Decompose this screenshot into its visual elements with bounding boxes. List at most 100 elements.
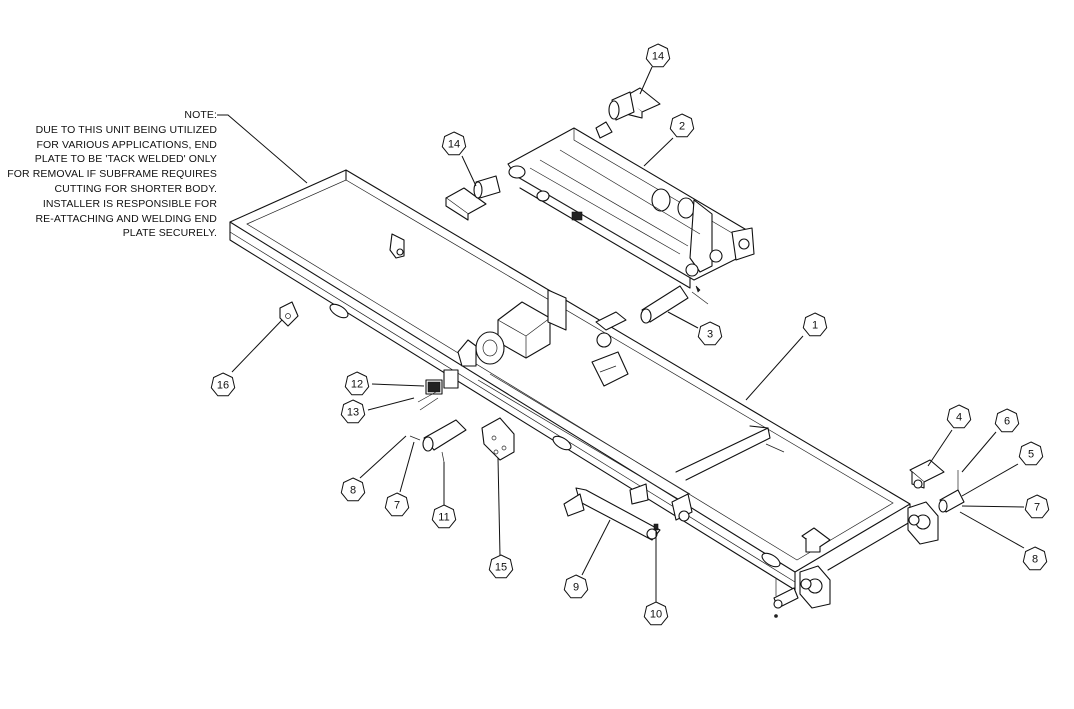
callout-15: 15 [488,554,514,579]
callout-balloon [1018,441,1044,466]
lever-arm-9 [563,483,661,541]
leader-7-left [399,441,415,493]
note-line: INSTALLER IS RESPONSIBLE FOR [42,197,217,210]
callout-balloon [344,371,370,396]
callout-balloon [1022,546,1048,571]
leader-1 [745,335,804,401]
callout-14-top: 14 [645,43,671,68]
cylinder-end [475,331,505,365]
callout-number: 8 [350,485,356,497]
leader-2 [643,137,674,167]
subframe-left-rail-side [229,221,796,591]
arm-roller [651,188,671,212]
leader-3 [667,311,699,329]
leader-9 [581,519,611,576]
cylinder-clevis [457,339,477,367]
subframe-assembly [229,169,939,609]
arm-label-plate [571,211,583,221]
callout-6: 6 [994,408,1020,433]
leader-14-top [639,66,653,95]
arm-tube-end [508,165,526,179]
callout-number: 4 [956,412,962,424]
callout-1: 1 [802,312,828,337]
callout-number: 7 [1034,502,1040,514]
callout-balloon [697,321,723,346]
note-line: PLATE SECURELY. [122,227,217,240]
callout-balloon [441,131,467,156]
arm-end-plate [689,199,713,273]
callout-8-right: 8 [1022,546,1048,571]
pivot-bracket [591,332,629,387]
callout-number: 6 [1004,416,1010,428]
rail-slot [329,303,349,319]
bracket-15 [481,417,515,461]
leader-5 [961,463,1019,497]
callout-number: 7 [394,500,400,512]
callout-balloon [384,492,410,517]
inner-tube [477,373,691,501]
lift-arm-assembly [507,121,755,289]
pin-assembly-14-top [608,87,661,121]
callout-balloon [563,574,589,599]
leader-6 [961,431,997,473]
callout-16: 16 [210,372,236,397]
pin-3 [640,285,709,324]
leader-8-right [959,511,1025,549]
callout-number: 16 [217,380,229,392]
callout-balloon [431,504,457,529]
callout-number: 9 [573,582,579,594]
leader-4 [927,429,953,467]
callout-3: 3 [697,321,723,346]
leader-16 [231,319,283,373]
cross-member [675,427,771,481]
callout-11: 11 [431,504,457,529]
pivot-post [547,289,567,331]
callout-number: 13 [347,407,359,419]
subframe-right-end [827,503,911,571]
callout-13: 13 [340,399,366,424]
callout-7-left: 7 [384,492,410,517]
clamp-12-13 [417,379,443,411]
callout-number: 11 [438,512,449,524]
callout-balloon [643,601,669,626]
callout-number: 5 [1028,449,1034,461]
callout-balloon [669,113,695,138]
callout-number: 14 [448,139,460,151]
callout-number: 12 [351,379,363,391]
callout-number: 8 [1032,554,1038,566]
leader-15 [497,457,501,557]
rail-slot [552,435,572,451]
callout-balloon [1024,494,1050,519]
callout-5: 5 [1018,441,1044,466]
callout-balloon [645,43,671,68]
callout-number: 14 [652,51,664,63]
leader-8-left [359,435,407,479]
callout-number: 2 [679,121,685,133]
rail-slot [761,552,781,568]
callout-balloon [802,312,828,337]
pin-7-left [409,419,467,463]
leader-7-right [961,505,1025,508]
callout-balloon [488,554,514,579]
callout-number: 15 [495,562,507,574]
callout-balloon [994,408,1020,433]
leader-14-left [461,155,477,187]
callout-10: 10 [643,601,669,626]
callout-balloon [946,404,972,429]
callout-number: 1 [812,320,818,332]
note-line: FOR REMOVAL IF SUBFRAME REQUIRES [7,168,217,181]
note-line: FOR VARIOUS APPLICATIONS, END [36,138,217,151]
callout-balloon [210,372,236,397]
callout-balloon [340,399,366,424]
callout-balloon [340,477,366,502]
rear-bolts [653,523,799,618]
hydraulic-cylinder-block [497,301,551,359]
note-line: PLATE TO BE 'TACK WELDED' ONLY [34,153,217,166]
callout-number: 10 [650,609,662,621]
assembly-note: NOTE: DUE TO THIS UNIT BEING UTILIZED FO… [7,108,217,241]
note-leader [217,114,308,184]
mount-4 [909,459,945,489]
pin-assembly-14-left [445,175,501,221]
bracket-16 [279,301,299,327]
